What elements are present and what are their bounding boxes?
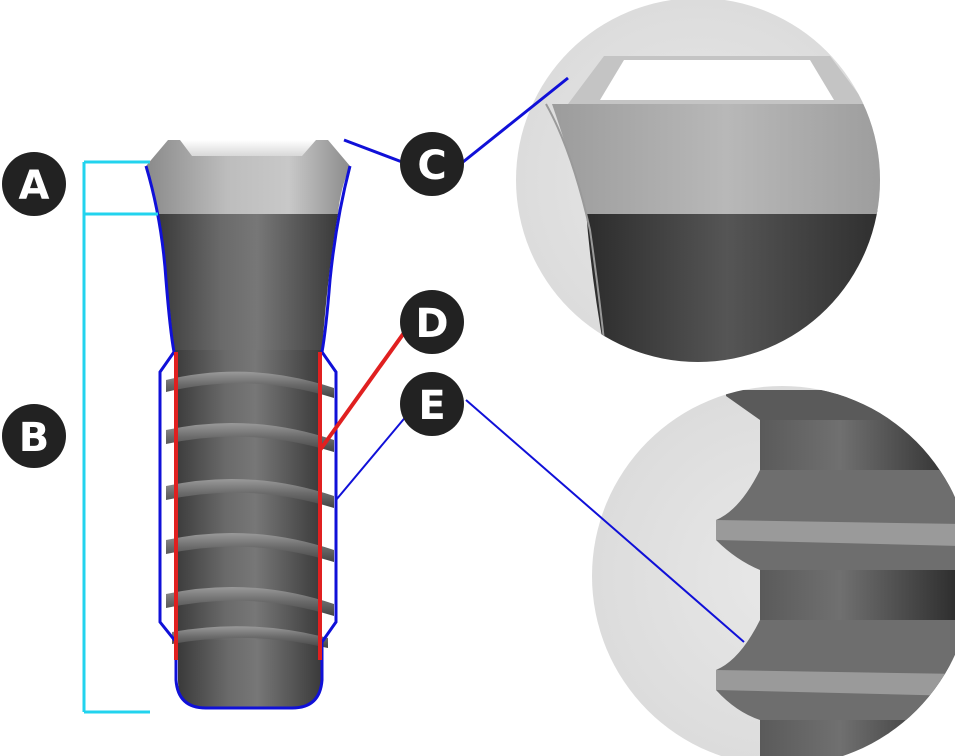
implant-threaded-body — [174, 350, 322, 660]
badge-d-label: D — [415, 301, 448, 347]
implant-apex — [178, 640, 322, 708]
leader-e — [335, 413, 409, 501]
bracket-a-b — [82, 160, 158, 714]
badge-a: A — [2, 152, 66, 216]
badge-e: E — [400, 372, 464, 436]
badge-e-label: E — [418, 383, 445, 429]
implant-threads — [166, 371, 334, 648]
badge-b-label: B — [19, 415, 50, 461]
leader-lines — [318, 76, 745, 643]
zoom-detail-e — [592, 386, 955, 756]
implant-collar — [146, 166, 350, 214]
body-outline — [158, 351, 338, 710]
badge-c: C — [400, 132, 464, 196]
leader-e-zoom — [465, 399, 745, 643]
badge-d: D — [400, 290, 464, 354]
neck-outline — [144, 165, 176, 353]
neck-outline-right — [320, 165, 352, 353]
badge-a-label: A — [19, 163, 50, 209]
implant — [146, 140, 350, 708]
implant-neck — [158, 214, 338, 350]
zoom-detail-c — [516, 0, 880, 362]
badge-b: B — [2, 404, 66, 468]
leader-c-zoom — [457, 76, 569, 168]
leader-d — [318, 328, 408, 452]
badge-c-label: C — [417, 143, 446, 189]
implant-platform-top — [180, 140, 316, 156]
